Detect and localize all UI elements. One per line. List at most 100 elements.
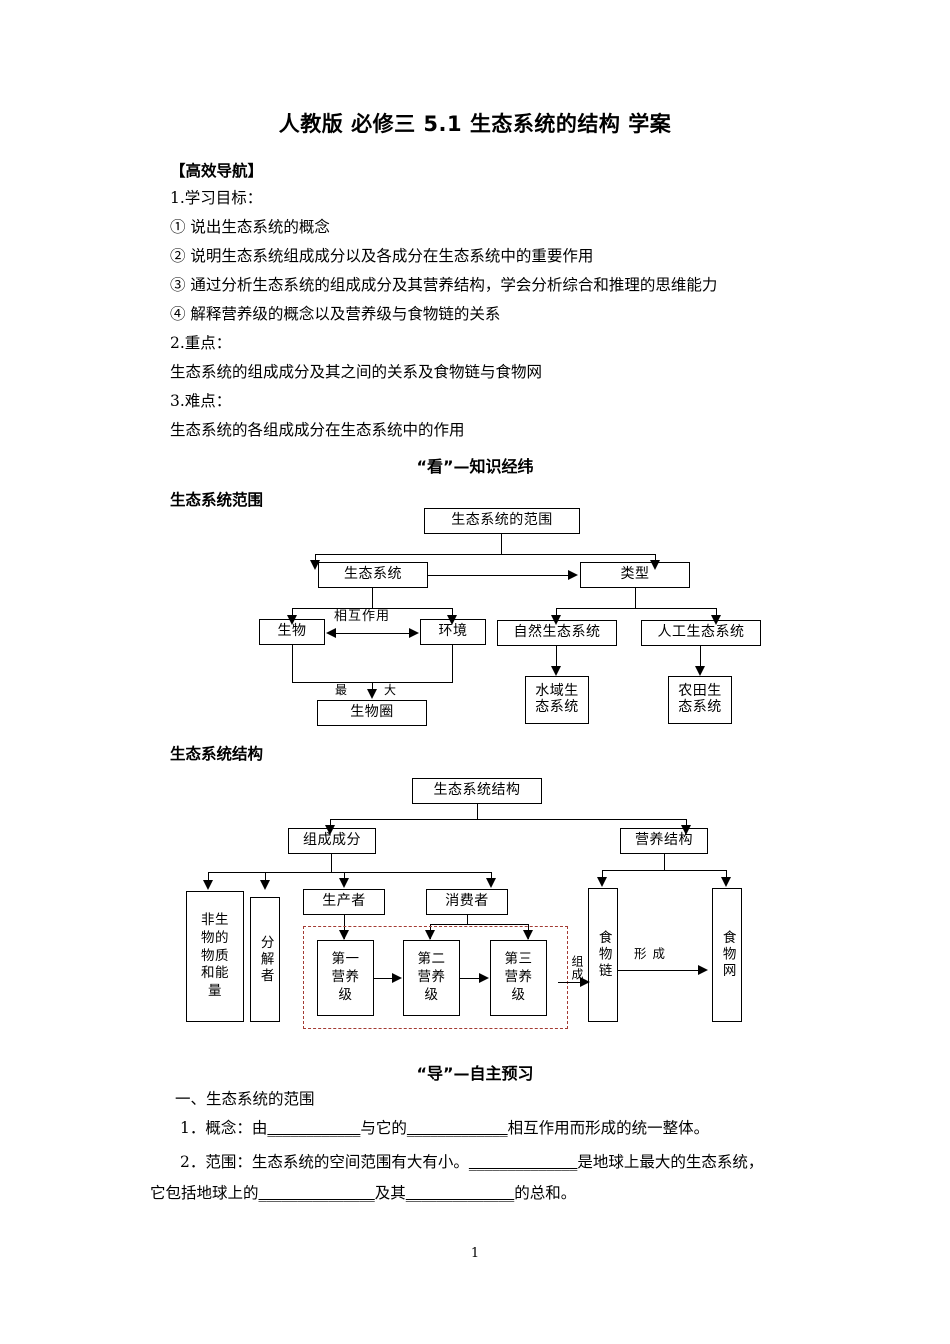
d2-trophic3-box: 第三 营养 级	[490, 940, 547, 1016]
d1-largest-left-label: 最	[335, 683, 349, 697]
nav-line-8: 3.难点：	[170, 392, 232, 410]
d1-root-stem	[501, 534, 503, 554]
d2-producer-stem	[344, 915, 346, 939]
d1-types-bus-right	[716, 608, 718, 618]
d1-types-bus-left	[556, 608, 558, 618]
d2-trophic1-box: 第一 营养 级	[317, 940, 374, 1016]
d1-eco-stem	[372, 588, 374, 608]
d2-root-stem	[477, 804, 479, 819]
nav-line-5: ④ 解释营养级的概念以及营养级与食物链的关系	[170, 305, 501, 323]
d2-root-bus-right	[686, 819, 688, 828]
guide-line-3-mid: 及其	[374, 1184, 406, 1202]
guide-item-title: 一、生态系统的范围	[175, 1090, 315, 1108]
d1-eco-to-types-line	[428, 575, 573, 577]
diagram2-label: 生态系统结构	[170, 745, 264, 763]
d2-decomposer-box: 分解者	[250, 897, 280, 1022]
nav-line-2: ① 说出生态系统的概念	[170, 218, 330, 236]
d2-root-bus-left	[330, 819, 332, 828]
d2-root-box: 生态系统结构	[412, 778, 542, 804]
see-section-heading: “看”—知识经纬	[416, 457, 534, 476]
d1-bus-left-drop	[315, 554, 317, 564]
d2-nutrition-drop-2	[726, 870, 728, 880]
d2-nutrition-bus	[602, 870, 726, 872]
d1-interaction-label: 相互作用	[334, 609, 391, 624]
d1-org-drop	[292, 645, 294, 682]
d2-compose-line	[558, 982, 588, 984]
d1-environment-box: 环境	[420, 619, 486, 645]
guide-line-3: 它包括地球上的_______________及其______________的总…	[150, 1184, 577, 1202]
d1-aquatic-box: 水域生 态系统	[525, 676, 589, 724]
page-title: 人教版 必修三 5.1 生态系统的结构 学案	[278, 112, 672, 136]
d1-root-bus	[315, 554, 655, 556]
d2-nutrition-box: 营养结构	[620, 828, 708, 854]
guide-line-2: 2．范围：生态系统的空间范围有大有小。______________是地球上最大的…	[180, 1153, 764, 1171]
guide-line-1-pre: 1．概念：由	[180, 1119, 268, 1137]
guide-line-1-post: 相互作用而形成的统一整体。	[507, 1119, 710, 1137]
d1-env-drop	[452, 645, 454, 682]
d2-comp-drop-2	[265, 872, 267, 882]
guide-line-3-post: 的总和。	[514, 1184, 577, 1202]
d2-components-box: 组成成分	[288, 828, 376, 854]
d1-natural-box: 自然生态系统	[497, 620, 617, 646]
d2-trophic1-to-2-line	[374, 978, 398, 980]
guide-line-3-blank-1[interactable]: _______________	[258, 1184, 375, 1202]
d1-largest-right-label: 大	[384, 683, 398, 697]
guide-line-2-post: 是地球上最大的生态系统，	[577, 1153, 764, 1171]
d1-natural-stem	[556, 646, 558, 673]
d2-consumer-bus	[430, 924, 528, 926]
guide-line-2-pre: 2．范围：生态系统的空间范围有大有小。	[180, 1153, 469, 1171]
d1-interaction-line	[328, 633, 417, 635]
d2-nutrition-stem	[664, 854, 666, 870]
d1-farmland-box: 农田生 态系统	[668, 676, 732, 724]
d2-compose-label: 组成	[570, 955, 584, 981]
guide-line-1: 1．概念：由____________与它的_____________相互作用而形…	[180, 1119, 710, 1137]
d1-eco-bus-right	[452, 608, 454, 618]
d2-form-line	[618, 970, 704, 972]
d2-trophic2-box: 第二 营养 级	[403, 940, 460, 1016]
d2-food-web-box: 食物网	[712, 888, 742, 1022]
diagram1-label: 生态系统范围	[170, 491, 264, 509]
d2-abiotic-box: 非生 物的 物质 和能 量	[186, 891, 244, 1022]
d1-biosphere-box: 生物圈	[317, 700, 427, 726]
d2-nutrition-drop-1	[602, 870, 604, 880]
d2-comp-drop-3	[344, 872, 346, 882]
guide-line-1-blank-1[interactable]: ____________	[267, 1119, 361, 1137]
d1-artificial-box: 人工生态系统	[641, 620, 761, 646]
nav-line-7: 生态系统的组成成分及其之间的关系及食物链与食物网	[170, 363, 543, 381]
nav-line-1: 1.学习目标：	[170, 189, 263, 207]
guide-line-1-mid: 与它的	[360, 1119, 407, 1137]
guide-line-3-blank-2[interactable]: ______________	[405, 1184, 515, 1202]
d1-bus-right-drop	[655, 554, 657, 564]
d2-producer-box: 生产者	[303, 889, 385, 915]
guide-line-2-blank-1[interactable]: ______________	[468, 1153, 578, 1171]
d2-food-chain-box: 食物链	[588, 888, 618, 1022]
d2-consumer-box: 消费者	[426, 889, 508, 915]
d2-trophic-dashed-region	[303, 926, 568, 1029]
d1-eco-bus	[292, 608, 452, 610]
nav-line-6: 2.重点：	[170, 334, 232, 352]
nav-line-4: ③ 通过分析生态系统的组成成分及其营养结构，学会分析综合和推理的思维能力	[170, 276, 718, 294]
nav-heading: 【高效导航】	[170, 162, 264, 180]
d1-types-box: 类型	[580, 562, 690, 588]
d1-organism-box: 生物	[259, 619, 325, 645]
d1-root-box: 生态系统的范围	[424, 508, 580, 534]
page-number: 1	[470, 1246, 480, 1261]
d1-ecosystem-box: 生态系统	[318, 562, 428, 588]
d1-artificial-stem	[700, 646, 702, 673]
d1-bio-stem	[372, 682, 374, 696]
d2-form-label: 形 成	[634, 946, 666, 961]
guide-section-heading: “导”—自主预习	[416, 1064, 534, 1083]
nav-line-3: ② 说明生态系统组成成分以及各成分在生态系统中的重要作用	[170, 247, 594, 265]
d2-components-stem	[331, 854, 333, 872]
d1-types-bus	[556, 608, 716, 610]
d2-trophic2-to-3-line	[460, 978, 485, 980]
d2-comp-drop-4	[491, 872, 493, 882]
guide-line-1-blank-2[interactable]: _____________	[406, 1119, 508, 1137]
nav-line-9: 生态系统的各组成成分在生态系统中的作用	[170, 421, 465, 439]
d2-root-bus	[330, 819, 686, 821]
d2-components-bus	[208, 872, 491, 874]
d2-consumer-stem	[467, 915, 469, 924]
